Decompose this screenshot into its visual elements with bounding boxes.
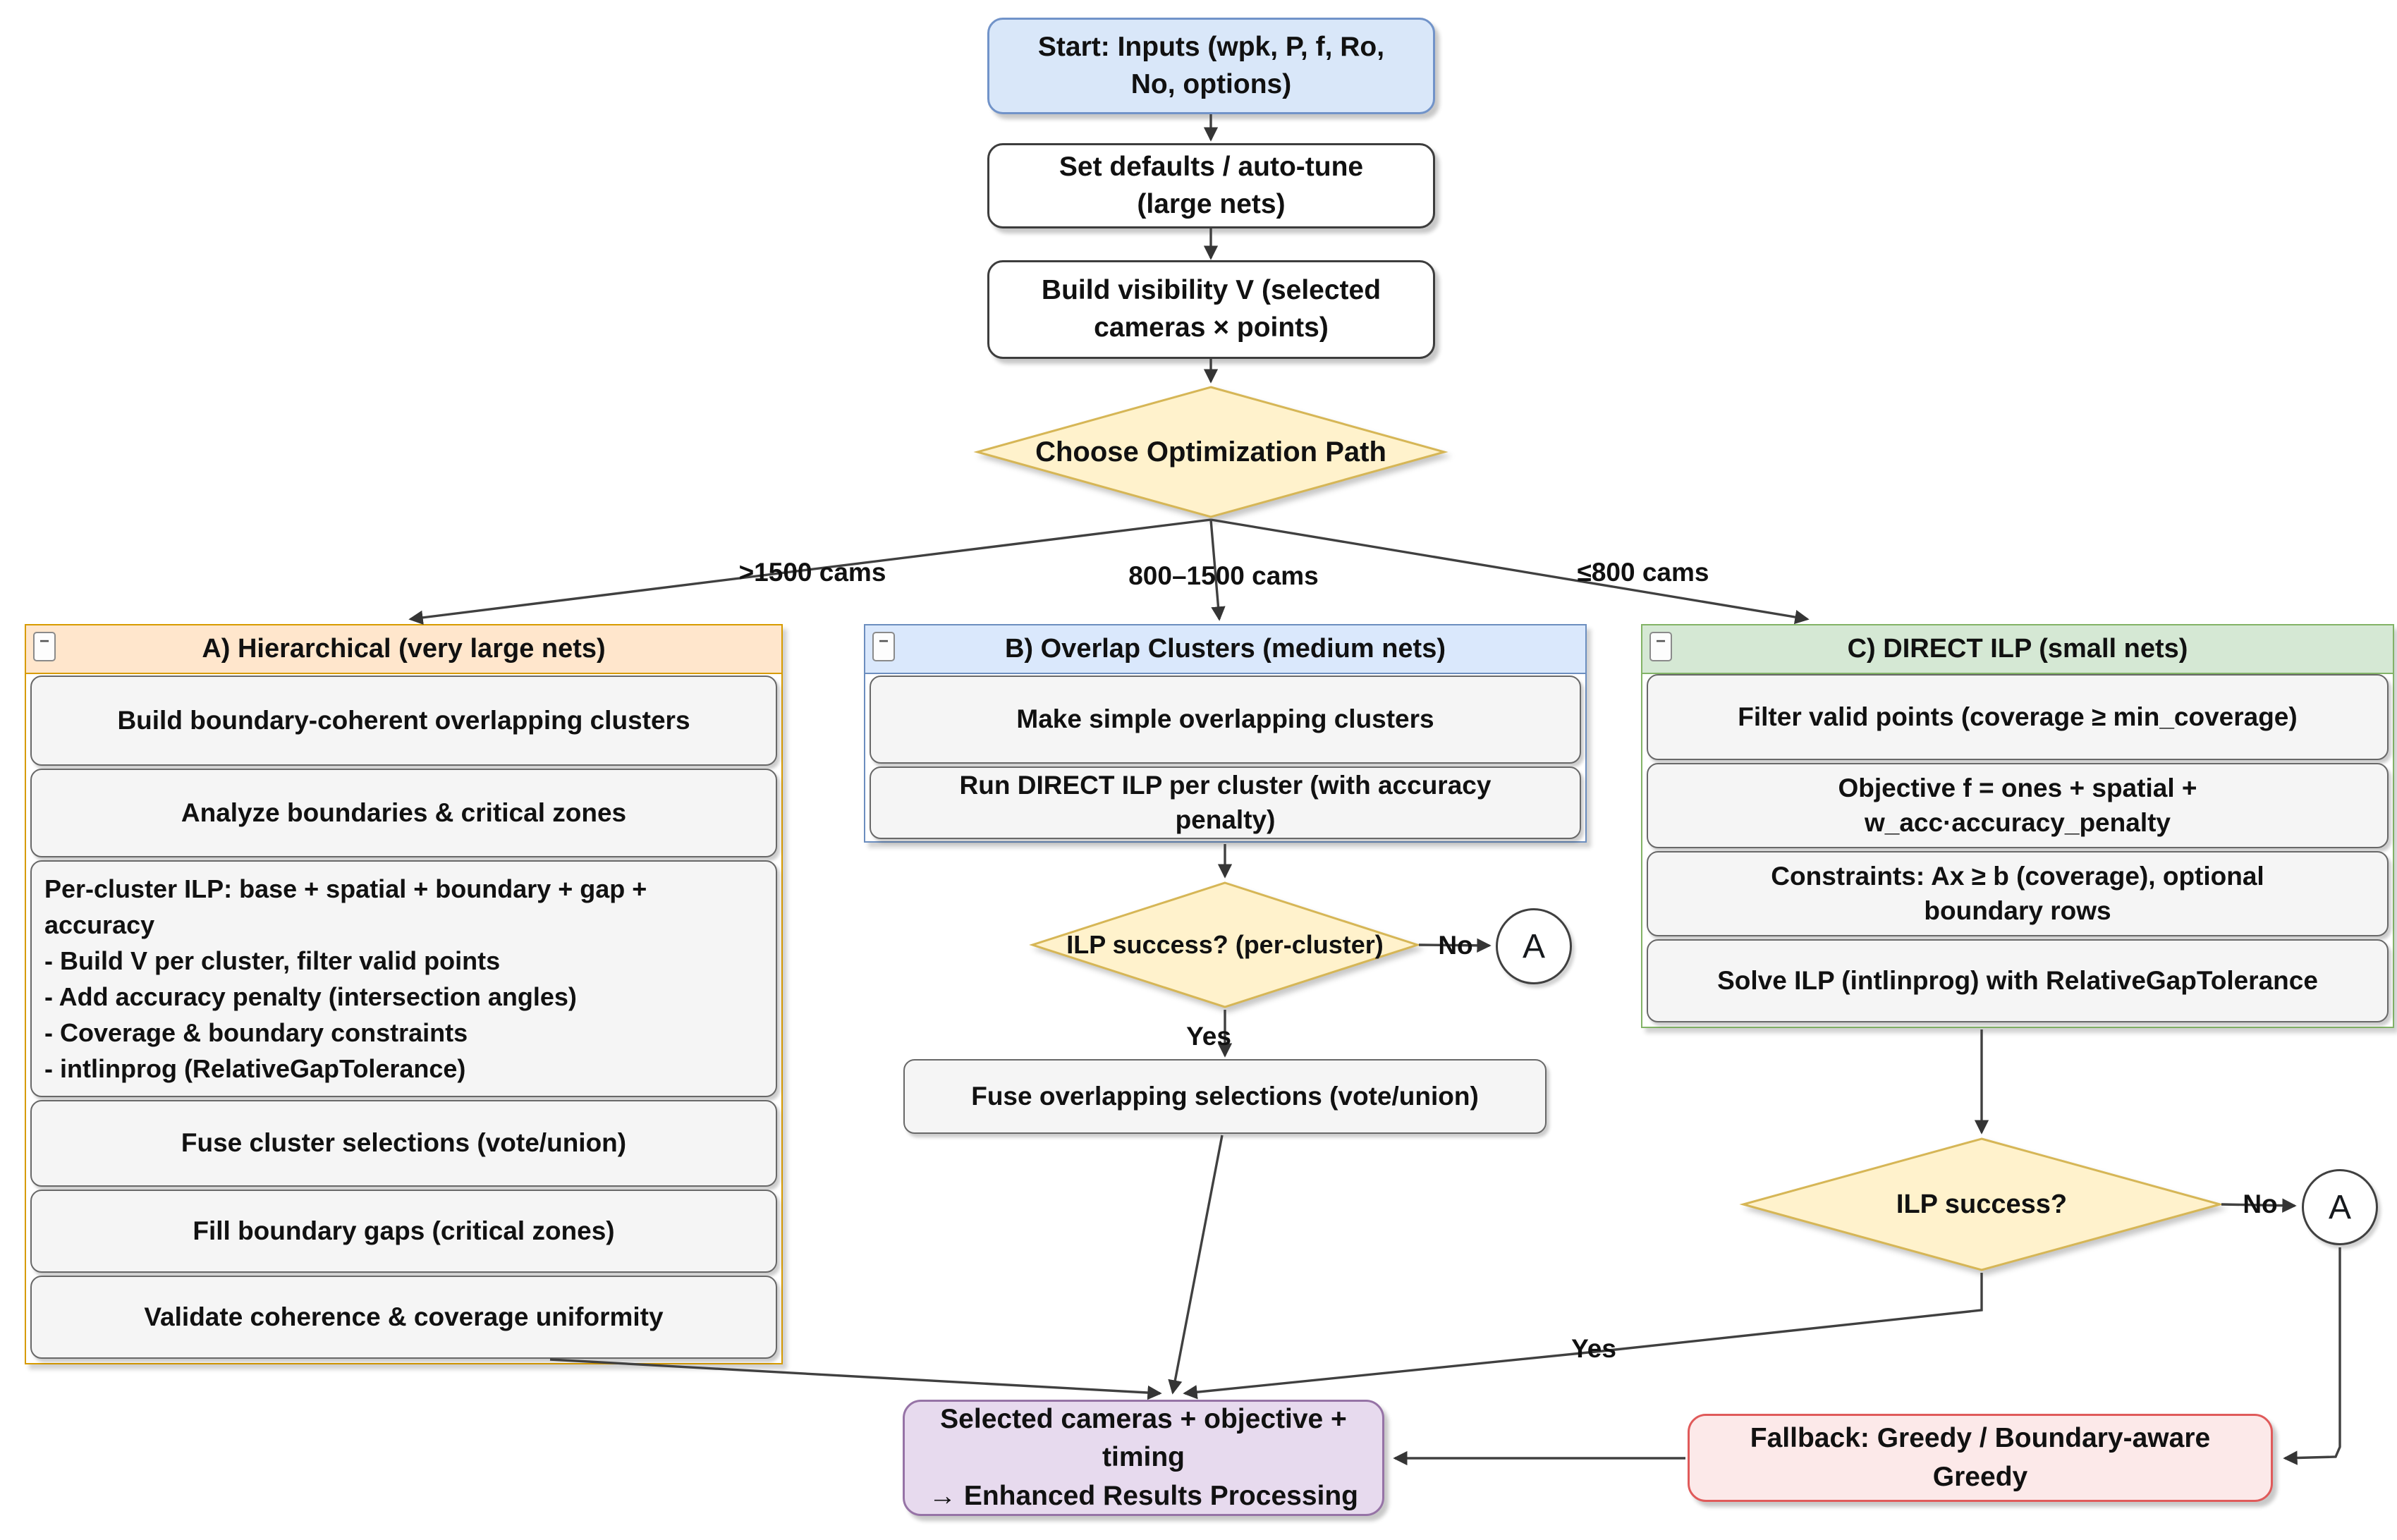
collapse-icon[interactable]: − [33, 632, 56, 661]
decision-label: Choose Optimization Path [1035, 436, 1386, 468]
column-c-header: C) DIRECT ILP (small nets) [1642, 625, 2393, 674]
c-yes-label: Yes [1571, 1334, 1616, 1363]
c-ilp-success-decision: ILP success? [1739, 1137, 2224, 1271]
a-step-analyze-boundaries: Analyze boundaries & critical zones [30, 769, 777, 857]
build-visibility-node: Build visibility V (selected cameras × p… [987, 260, 1435, 359]
decision-label: ILP success? (per-cluster) [1066, 930, 1384, 959]
results-node: Selected cameras + objective + timing → … [903, 1400, 1384, 1516]
a-step-fill-gaps: Fill boundary gaps (critical zones) [30, 1190, 777, 1273]
c-no-label: No [2243, 1190, 2278, 1218]
branch-label-gt1500: >1500 cams [738, 558, 886, 587]
a-step-validate: Validate coherence & coverage uniformity [30, 1276, 777, 1359]
c-step-solve-ilp: Solve ILP (intlinprog) with RelativeGapT… [1647, 939, 2389, 1022]
diamond-shape [1739, 1137, 2224, 1271]
edge-decision-colB [1209, 519, 1226, 621]
decision-label: ILP success? [1896, 1189, 2068, 1219]
b-step-make-clusters: Make simple overlapping clusters [870, 676, 1581, 764]
branch-label-le800: ≤800 cams [1577, 558, 1709, 587]
edge-circleC-fallback [2283, 1247, 2341, 1465]
c-step-constraints: Constraints: Ax ≥ b (coverage), optional… [1647, 851, 2389, 936]
edge-fuseB-results [1168, 1135, 1224, 1395]
edge-decisionC-yes-results [1183, 1273, 1983, 1400]
b-step-run-direct-ilp: Run DIRECT ILP per cluster (with accurac… [870, 766, 1581, 839]
column-a-header: A) Hierarchical (very large nets) [26, 625, 781, 674]
b-no-label: No [1438, 931, 1473, 960]
collapse-icon[interactable]: − [1649, 632, 1672, 661]
c-offpage-connector-a: A [2302, 1169, 2378, 1245]
a-step-percluster-ilp: Per-cluster ILP: base + spatial + bounda… [30, 860, 777, 1097]
b-ilp-success-decision: ILP success? (per-cluster) [1029, 881, 1421, 1008]
b-offpage-connector-a: A [1496, 908, 1572, 984]
edge-decision-colC [1210, 518, 1810, 625]
edge-decisionC-no-circle [2221, 1198, 2297, 1213]
edge-decisionB-no-circle [1418, 938, 1492, 953]
edge-decision-colA [408, 518, 1212, 625]
choose-path-decision: Choose Optimization Path [973, 386, 1448, 518]
diamond-shape [973, 386, 1448, 518]
start-node: Start: Inputs (wpk, P, f, Ro, No, option… [987, 18, 1435, 114]
set-defaults-node: Set defaults / auto-tune (large nets) [987, 143, 1435, 228]
b-fuse-overlapping-node: Fuse overlapping selections (vote/union) [903, 1059, 1547, 1134]
b-yes-label: Yes [1186, 1022, 1231, 1051]
edge-colA-results [549, 1358, 1162, 1400]
collapse-icon[interactable]: − [872, 632, 895, 661]
fallback-node: Fallback: Greedy / Boundary-aware Greedy [1688, 1414, 2273, 1502]
a-step-fuse-selections: Fuse cluster selections (vote/union) [30, 1100, 777, 1187]
c-step-objective: Objective f = ones + spatial + w_acc·acc… [1647, 763, 2389, 848]
column-b-header: B) Overlap Clusters (medium nets) [865, 625, 1585, 674]
diamond-shape [1029, 881, 1421, 1008]
branch-label-800-1500: 800–1500 cams [1128, 561, 1319, 590]
a-step-build-clusters: Build boundary-coherent overlapping clus… [30, 676, 777, 766]
c-step-filter-points: Filter valid points (coverage ≥ min_cove… [1647, 674, 2389, 760]
